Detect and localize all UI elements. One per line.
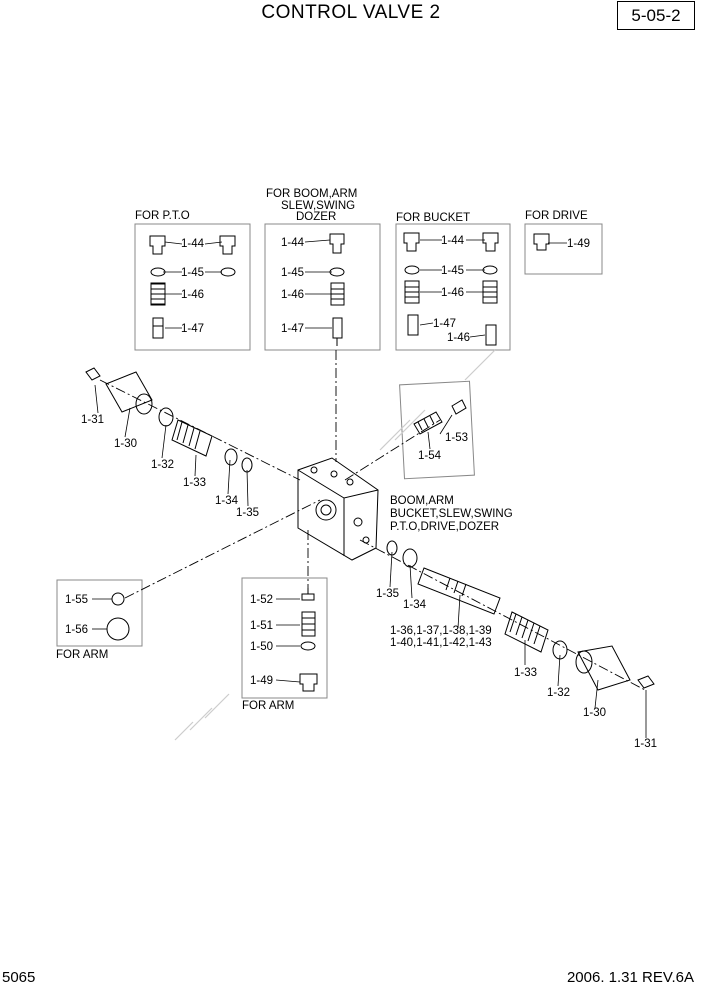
part-label: 1-32 [547,687,571,699]
arm-large-parts [299,588,318,692]
boom-group-title-line-2: SLEW,SWING [281,200,356,212]
part-label: 1-46 [441,287,465,299]
part-label: 1-31 [634,738,658,750]
part-label: 1-44 [281,237,305,249]
relief-valve-parts [413,399,467,435]
pto-group-title: FOR P.T.O [135,210,190,222]
spool-parts-line-1: 1-36,1-37,1-38,1-39 [390,625,492,637]
arm-small-group-box [56,579,143,647]
part-label: 1-46 [447,332,471,344]
boom-parts [329,233,345,346]
boom-group-box [264,223,381,351]
part-label: 1-32 [151,459,175,471]
page-reference: 5-05-2 [617,1,695,30]
drive-parts [533,233,550,251]
drive-group-title: FOR DRIVE [525,210,588,222]
part-label: 1-50 [250,641,274,653]
body-note-line-3: P.T.O,DRIVE,DOZER [390,521,500,533]
arm-large-group-title: FOR ARM [242,700,295,712]
part-label: 1-55 [65,594,89,606]
pto-group-box [134,223,251,351]
pto-parts [149,235,236,339]
part-label: 1-34 [215,495,239,507]
centerline-relief [344,419,441,481]
part-label: 1-56 [65,624,89,636]
bucket-parts [403,232,499,346]
footer-drawing-number: 5065 [2,969,36,986]
part-label: 1-53 [445,432,469,444]
centerline-right-spool [359,539,646,691]
part-label: 1-33 [183,477,207,489]
part-label: 1-46 [181,289,205,301]
part-label: 1-47 [281,323,305,335]
right-spool-assembly [386,540,655,691]
left-spool-assembly [85,367,253,473]
part-label: 1-30 [114,438,138,450]
bucket-group-title: FOR BUCKET [396,212,471,224]
spool-parts-line-2: 1-40,1-41,1-42,1-43 [390,637,492,649]
arm-small-parts [106,592,130,641]
boom-group-title-line-3: DOZER [296,211,337,223]
part-label: 1-46 [281,289,305,301]
part-label: 1-49 [250,675,274,687]
part-label: 1-47 [433,318,457,330]
part-label: 1-44 [181,238,205,250]
relief-group-box [399,380,475,480]
body-note-line-1: BOOM,ARM [390,495,454,507]
part-label: 1-44 [441,235,465,247]
arm-small-group-title: FOR ARM [56,649,109,661]
part-label: 1-30 [583,707,607,719]
body-note-line-2: BUCKET,SLEW,SWING [390,508,513,520]
page-title: CONTROL VALVE 2 [261,2,441,23]
arm-large-group-box [241,577,328,699]
boom-group-title-line-1: FOR BOOM,ARM [266,188,358,200]
part-label: 1-54 [418,450,442,462]
part-label: 1-34 [403,599,427,611]
valve-body [297,457,379,561]
part-label: 1-51 [250,620,274,632]
part-label: 1-33 [514,667,538,679]
part-label: 1-45 [441,265,465,277]
part-label: 1-52 [250,594,274,606]
part-label: 1-31 [81,414,105,426]
watermark [174,349,496,741]
part-label: 1-49 [567,238,591,250]
part-label: 1-45 [181,267,205,279]
part-label: 1-35 [376,588,400,600]
centerline-arm-o-ring [124,499,321,599]
part-label: 1-45 [281,267,305,279]
footer-revision: 2006. 1.31 REV.6A [566,969,694,986]
part-label: 1-35 [236,507,260,519]
part-label: 1-47 [181,323,205,335]
drive-group-box [524,223,603,275]
bucket-group-box [395,223,511,351]
